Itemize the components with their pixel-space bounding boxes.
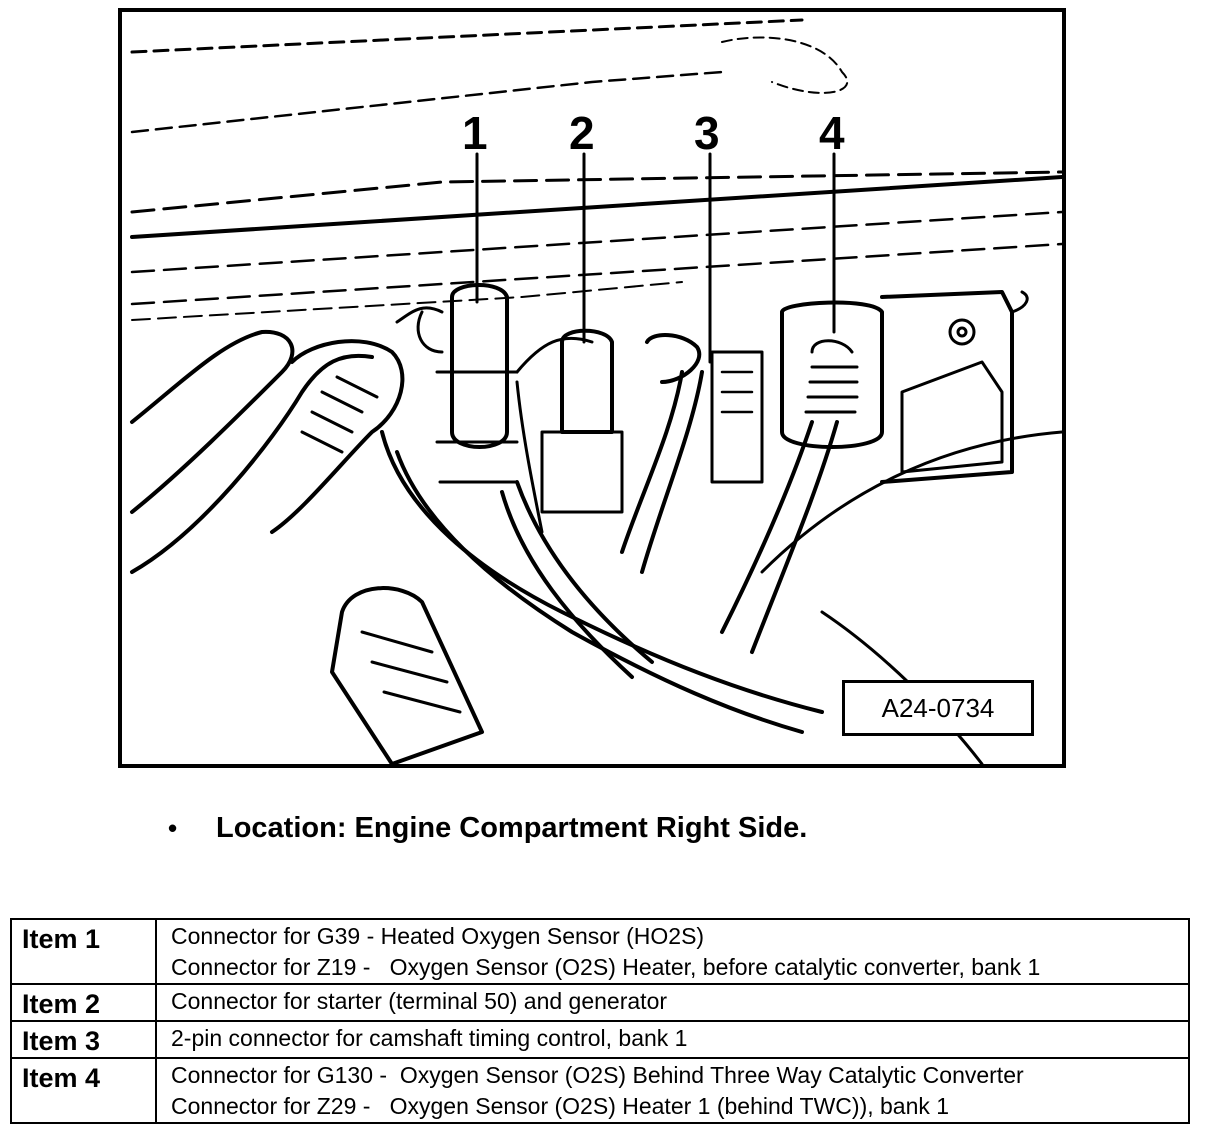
callout-1: 1 (462, 107, 488, 159)
description-line: Connector for G130 - Oxygen Sensor (O2S)… (171, 1062, 1024, 1088)
callout-4: 4 (819, 107, 845, 159)
figure-id-label: A24-0734 (842, 680, 1034, 736)
item-description: Connector for G39 - Heated Oxygen Sensor… (155, 918, 1190, 985)
item-description: Connector for G130 - Oxygen Sensor (O2S)… (155, 1057, 1190, 1124)
location-text: Location: Engine Compartment Right Side. (216, 812, 808, 844)
item-description: Connector for starter (terminal 50) and … (155, 983, 1190, 1022)
item-label: Item 4 (10, 1057, 157, 1124)
bullet-icon: • (168, 813, 178, 843)
callout-3: 3 (694, 107, 720, 159)
callout-2: 2 (569, 107, 595, 159)
table-row: Item 3 2-pin connector for camshaft timi… (10, 1020, 1190, 1059)
table-row: Item 2 Connector for starter (terminal 5… (10, 983, 1190, 1022)
connector-items-table: Item 1 Connector for G39 - Heated Oxygen… (10, 918, 1190, 1124)
table-row: Item 1 Connector for G39 - Heated Oxygen… (10, 918, 1190, 985)
item-label: Item 1 (10, 918, 157, 985)
item-description: 2-pin connector for camshaft timing cont… (155, 1020, 1190, 1059)
engine-connector-illustration: 1 2 3 4 A24-0734 (118, 8, 1066, 768)
item-label: Item 3 (10, 1020, 157, 1059)
description-line: Connector for starter (terminal 50) and … (171, 988, 668, 1014)
description-line: Connector for Z19 - Oxygen Sensor (O2S) … (171, 954, 1041, 980)
line-drawing (130, 18, 1062, 764)
description-line: Connector for Z29 - Oxygen Sensor (O2S) … (171, 1093, 950, 1119)
description-line: 2-pin connector for camshaft timing cont… (171, 1025, 688, 1051)
item-label: Item 2 (10, 983, 157, 1022)
table-row: Item 4 Connector for G130 - Oxygen Senso… (10, 1057, 1190, 1124)
description-line: Connector for G39 - Heated Oxygen Sensor… (171, 923, 705, 949)
location-note: • Location: Engine Compartment Right Side… (168, 808, 807, 848)
